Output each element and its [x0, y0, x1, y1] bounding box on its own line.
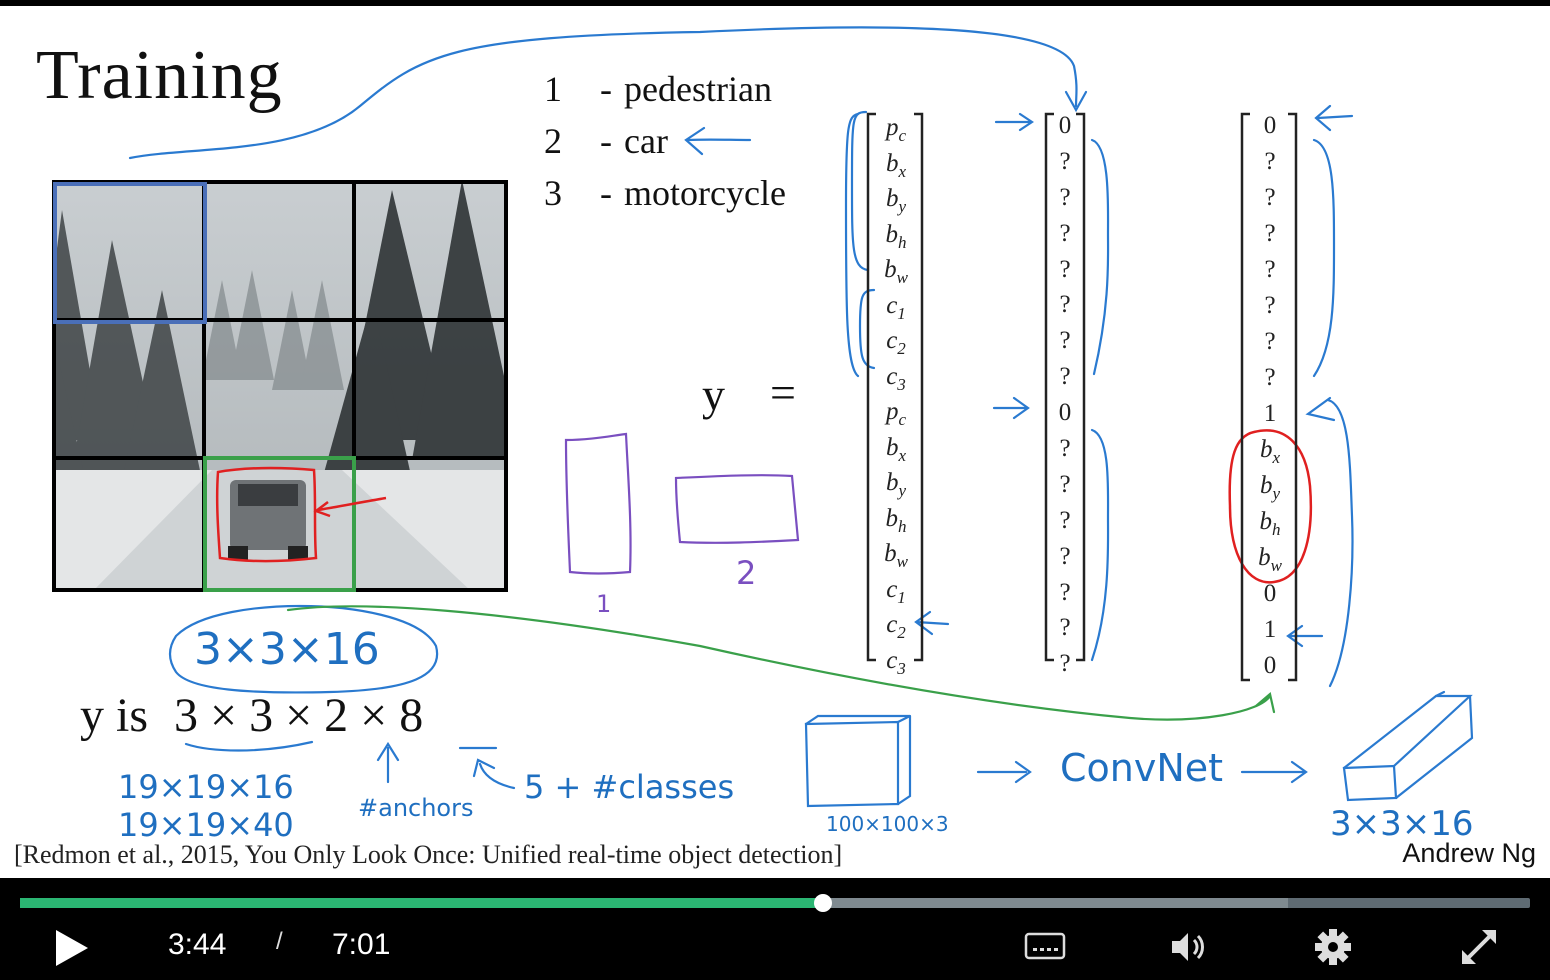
vector-entry: c3	[886, 362, 906, 394]
vector-entry: bw	[884, 256, 908, 287]
vector-entry: ?	[1264, 148, 1276, 175]
fullscreen-button[interactable]	[1460, 928, 1498, 971]
vector-entry: ?	[1059, 650, 1071, 678]
annotation-shape-circle: 3×3×16	[194, 624, 380, 675]
vector-entry: 0	[1263, 652, 1277, 679]
vector-entry: 0	[1263, 112, 1277, 139]
handwritten-annotations	[128, 26, 1474, 808]
vector-entry: ?	[1059, 363, 1071, 391]
vector-entry-box: bw	[1258, 544, 1282, 575]
annotation-convnet: ConvNet	[1060, 746, 1224, 790]
annotation-anchors: #anchors	[358, 794, 474, 822]
vector-entry: 1	[1263, 400, 1277, 427]
vector-entry: bh	[885, 220, 907, 252]
vector-entry: ?	[1264, 292, 1276, 319]
fullscreen-icon	[1462, 930, 1496, 964]
vector-entry: 0	[1058, 399, 1072, 427]
vector-entry: bx	[885, 149, 907, 181]
captions-icon	[1024, 932, 1066, 960]
slide-frame: Training 1-pedestrian 2-car 3-motorcycle	[0, 6, 1550, 878]
vector-entry: ?	[1059, 327, 1071, 355]
y-vector: pc bx by bh bw c1 c2 c3 pc bx by bh bw c1 c2 c3	[876, 110, 916, 678]
vector-entry: pc	[885, 114, 907, 145]
vector-entry: ?	[1059, 255, 1071, 283]
settings-icon	[1315, 929, 1351, 965]
annotation-size-19x19x16: 19×19×16	[118, 768, 294, 806]
vector-entry: c1	[886, 575, 906, 607]
y-vector-brackets	[866, 112, 924, 662]
settings-button[interactable]	[1314, 928, 1352, 971]
vector-entry: c3	[886, 646, 906, 678]
vector-entry: ?	[1264, 328, 1276, 355]
vector-entry: c2	[886, 327, 906, 358]
progress-bar[interactable]	[20, 898, 1530, 908]
output-shape-formula: y is 3 × 3 × 2 × 8	[80, 689, 424, 742]
vector-entry: ?	[1059, 147, 1071, 175]
example-vector-2-brackets	[1240, 112, 1298, 682]
class-item-pedestrian: 1-pedestrian	[544, 69, 772, 109]
vector-entry: ?	[1264, 256, 1276, 283]
anchor-box-1-label: 1	[596, 590, 612, 618]
vector-entry: by	[885, 469, 907, 500]
example-vector-1-brackets	[1044, 112, 1086, 662]
citation: [Redmon et al., 2015, You Only Look Once…	[14, 840, 843, 869]
vector-entry: ?	[1059, 614, 1071, 642]
vector-entry: c2	[886, 611, 906, 642]
seek-handle[interactable]	[814, 894, 833, 912]
vector-entry: ?	[1264, 364, 1276, 391]
annotation-output-size: 3×3×16	[1330, 804, 1474, 844]
vector-entry: pc	[885, 398, 907, 429]
vector-entry: ?	[1059, 578, 1071, 606]
vector-entry: bh	[885, 504, 907, 536]
vector-entry-box: by	[1259, 472, 1281, 503]
example-vector-1: 0??????? 0???????	[1050, 108, 1080, 682]
volume-icon	[1172, 933, 1204, 961]
vector-entry: ?	[1264, 220, 1276, 247]
vector-entry: ?	[1059, 542, 1071, 570]
class-item-car: 2-car	[544, 121, 668, 161]
snow-road-image	[52, 180, 508, 592]
author-name: Andrew Ng	[1402, 838, 1536, 868]
vector-entry: 0	[1058, 112, 1072, 139]
example-vector-2: 0??????? 1 bx by bh bw 0 1 0	[1250, 108, 1290, 684]
annotation-classes: 5 + #classes	[524, 768, 735, 806]
play-button[interactable]	[52, 928, 90, 973]
class-item-motorcycle: 3-motorcycle	[544, 173, 786, 213]
vector-entry: ?	[1059, 291, 1071, 319]
vector-entry-box: bx	[1259, 436, 1281, 467]
anchor-box-2-label: 2	[736, 554, 757, 592]
annotation-input-size: 100×100×3	[826, 812, 949, 836]
vector-entry: ?	[1059, 506, 1071, 534]
time-separator: /	[276, 928, 283, 955]
vector-entry: ?	[1059, 183, 1071, 211]
y-label: y	[702, 369, 725, 420]
vector-entry: ?	[1059, 470, 1071, 498]
vector-entry: 1	[1263, 616, 1277, 643]
current-time: 3:44	[168, 928, 227, 961]
vector-entry: c1	[886, 291, 906, 323]
vector-entry-box: bh	[1259, 508, 1281, 539]
volume-button[interactable]	[1170, 930, 1210, 969]
vector-entry: 0	[1263, 580, 1277, 607]
captions-button[interactable]	[1024, 932, 1068, 967]
played-bar	[20, 898, 824, 908]
equals-sign: =	[770, 367, 796, 418]
duration: 7:01	[332, 928, 391, 961]
vector-entry: bx	[885, 433, 907, 465]
play-icon	[56, 930, 88, 966]
vector-entry: ?	[1059, 219, 1071, 247]
vector-entry: bw	[884, 540, 908, 571]
vector-entry: ?	[1264, 184, 1276, 211]
vector-entry: ?	[1059, 435, 1071, 463]
annotation-size-19x19x40: 19×19×40	[118, 806, 294, 844]
vector-entry: by	[885, 185, 907, 216]
class-list: 1-pedestrian 2-car 3-motorcycle	[544, 68, 786, 214]
slide-title: Training	[36, 37, 283, 114]
player-controls: 3:44 / 7:01	[0, 878, 1550, 980]
